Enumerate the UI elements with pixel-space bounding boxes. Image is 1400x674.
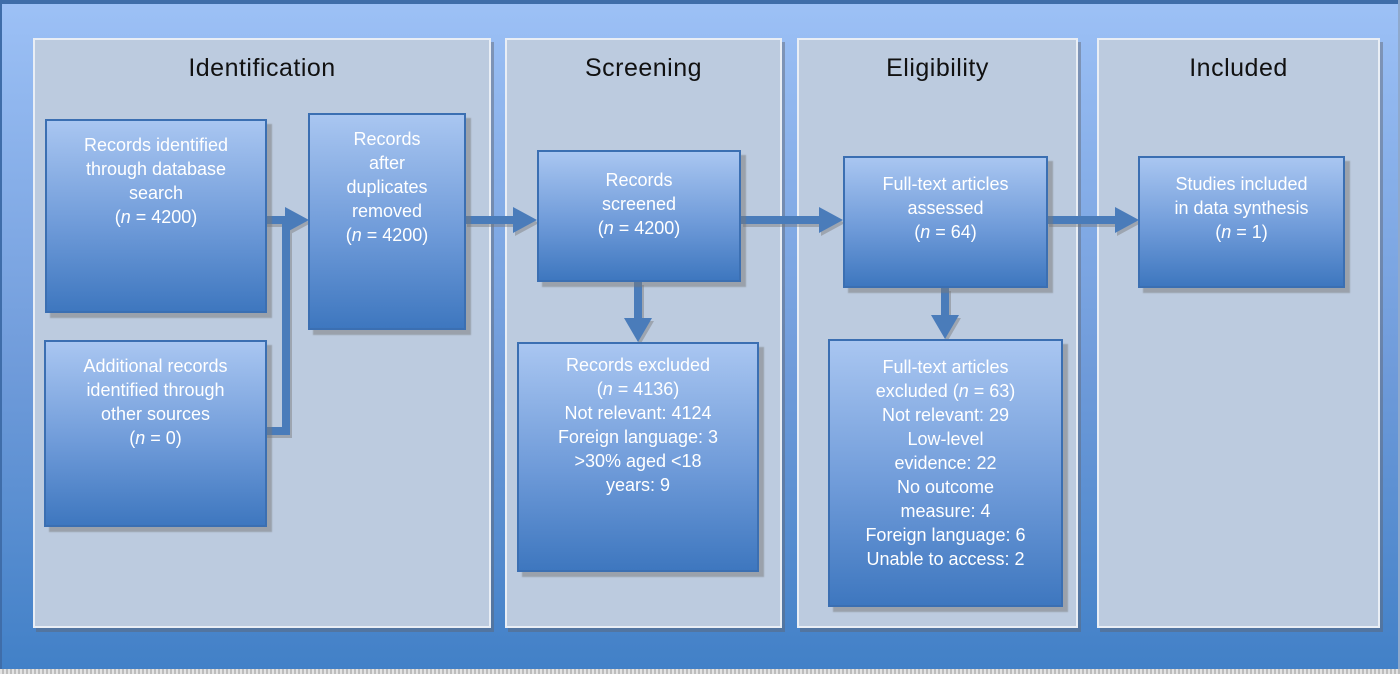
box-text-line: Records [605,170,673,190]
box-text-line: Not relevant: 29 [881,405,1010,425]
screening-header: Screening [584,54,703,82]
flow-box-additional-records: Additional records identified through othe… [44,340,267,527]
box-text-line: Additional records [83,356,228,376]
box-text-line: (n = 4136) [596,379,680,399]
box-text-line: removed [351,201,423,221]
box-text-line: (n = 1) [1215,222,1268,242]
box-text-line: measure: 4 [900,501,991,521]
box-text-line: years: 9 [605,475,671,495]
frame-top-edge [0,0,1400,4]
included-panel: Included [1097,38,1380,628]
flow-box-records-excluded: Records excluded (n = 4136) Not relevant: … [517,342,759,572]
box-text-line: No outcome [896,477,995,497]
arrow-shaft [265,216,289,224]
arrow-shaft [1047,216,1117,224]
box-text-line: >30% aged <18 [574,451,702,471]
box-text-line: Records [353,129,421,149]
arrow-elbow-stub [265,427,290,435]
frame-right-edge [1398,0,1400,674]
arrowhead-right-icon [1115,207,1139,233]
flow-box-fulltext-excluded: Full-text articles excluded (n = 63) Not r… [828,339,1063,607]
box-text-line: identified through [86,380,225,400]
arrowhead-down-icon [931,315,959,339]
box-text-line: (n = 0) [129,428,182,448]
box-text-line: other sources [100,404,211,424]
flow-box-duplicates-removed: Records after duplicates removed (n = 4200) [308,113,466,330]
included-header: Included [1189,54,1288,82]
box-text-line: duplicates [346,177,428,197]
arrow-shaft [941,288,949,317]
box-text-line: Unable to access: 2 [866,549,1025,569]
box-text-line: Records identified [83,135,229,155]
box-text-line: (n = 4200) [597,218,681,238]
box-text-line: (n = 64) [914,222,977,242]
identification-header: Identification [188,54,336,82]
arrow-elbow-vertical [282,216,290,435]
box-text-line: after [368,153,406,173]
arrow-shaft [465,216,515,224]
box-text-line: (n = 4200) [114,207,198,227]
arrow-shaft [741,216,821,224]
box-text-line: search [128,183,184,203]
box-text-line: evidence: 22 [894,453,997,473]
flow-box-studies-included: Studies included in data synthesis (n = 1) [1138,156,1345,288]
flow-box-fulltext-assessed: Full-text articles assessed (n = 64) [843,156,1048,288]
arrowhead-right-icon [513,207,537,233]
box-text-line: in data synthesis [1174,198,1309,218]
frame-bottom-shadow [0,669,1400,674]
box-text-line: Foreign language: 6 [865,525,1026,545]
box-text-line: (n = 4200) [345,225,429,245]
box-text-line: screened [601,194,677,214]
arrowhead-right-icon [285,207,309,233]
box-text-line: assessed [907,198,984,218]
box-text-line: Low-level [907,429,984,449]
box-text-line: Foreign language: 3 [557,427,719,447]
flow-box-records-screened: Records screened (n = 4200) [537,150,741,282]
box-text-line: Studies included [1175,174,1308,194]
box-text-line: Records excluded [565,355,711,375]
arrowhead-right-icon [819,207,843,233]
arrowhead-down-icon [624,318,652,342]
box-text-line: Full-text articles [882,174,1009,194]
box-text-line: Full-text articles [882,357,1009,377]
box-text-line: excluded (n = 63) [875,381,1016,401]
flow-box-records-identified: Records identified through database search… [45,119,267,313]
box-text-line: Not relevant: 4124 [564,403,712,423]
box-text-line: through database [85,159,227,179]
eligibility-header: Eligibility [886,54,989,82]
frame-left-edge [0,0,2,674]
arrow-shaft [634,282,642,320]
